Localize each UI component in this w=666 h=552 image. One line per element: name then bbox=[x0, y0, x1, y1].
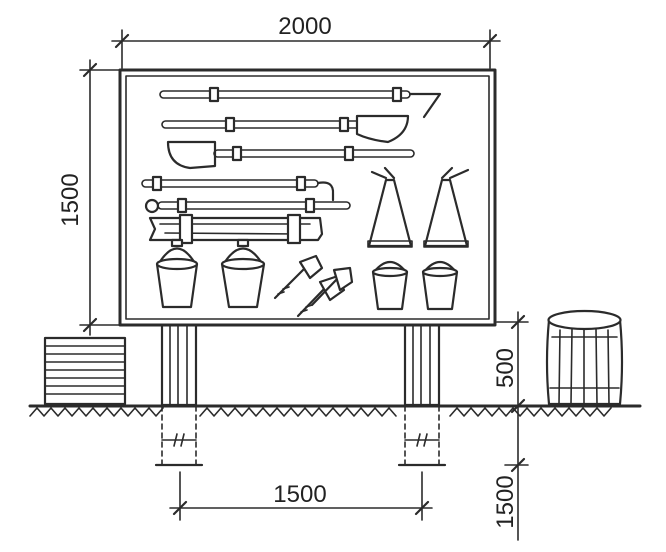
right-post bbox=[397, 323, 447, 467]
bucket-3-icon bbox=[371, 260, 409, 311]
bucket-1-icon bbox=[155, 238, 199, 309]
shovel-icon bbox=[355, 114, 410, 144]
plank-icon bbox=[148, 213, 324, 245]
dimension-above-ground-label: 500 bbox=[492, 348, 519, 388]
scoop-1-icon bbox=[273, 254, 324, 300]
ring-pole-icon bbox=[144, 197, 351, 214]
dimension-top: 2000 bbox=[111, 13, 501, 69]
crowbar-icon bbox=[161, 116, 361, 133]
dimension-right: 500 1500 bbox=[492, 311, 529, 541]
dimension-left: 1500 bbox=[57, 59, 121, 336]
dimension-width-label: 2000 bbox=[278, 13, 331, 40]
ground bbox=[28, 404, 642, 417]
cone-bucket-right-icon bbox=[423, 166, 470, 248]
water-barrel bbox=[545, 309, 624, 406]
bucket-4-icon bbox=[421, 260, 459, 311]
dimension-height-label: 1500 bbox=[57, 173, 84, 226]
fire-hook-icon bbox=[159, 86, 442, 119]
bucket-2-icon bbox=[220, 238, 266, 309]
sand-box bbox=[43, 336, 127, 406]
scoop-3-icon bbox=[310, 266, 354, 307]
cone-bucket-left-icon bbox=[367, 166, 413, 248]
spade-icon bbox=[166, 140, 415, 170]
dimension-below-ground-label: 1500 bbox=[492, 475, 519, 528]
dimension-post-spacing-label: 1500 bbox=[273, 481, 326, 508]
left-post bbox=[154, 323, 204, 467]
boat-hook-icon bbox=[141, 175, 335, 202]
dimension-bottom: 1500 bbox=[169, 471, 433, 521]
